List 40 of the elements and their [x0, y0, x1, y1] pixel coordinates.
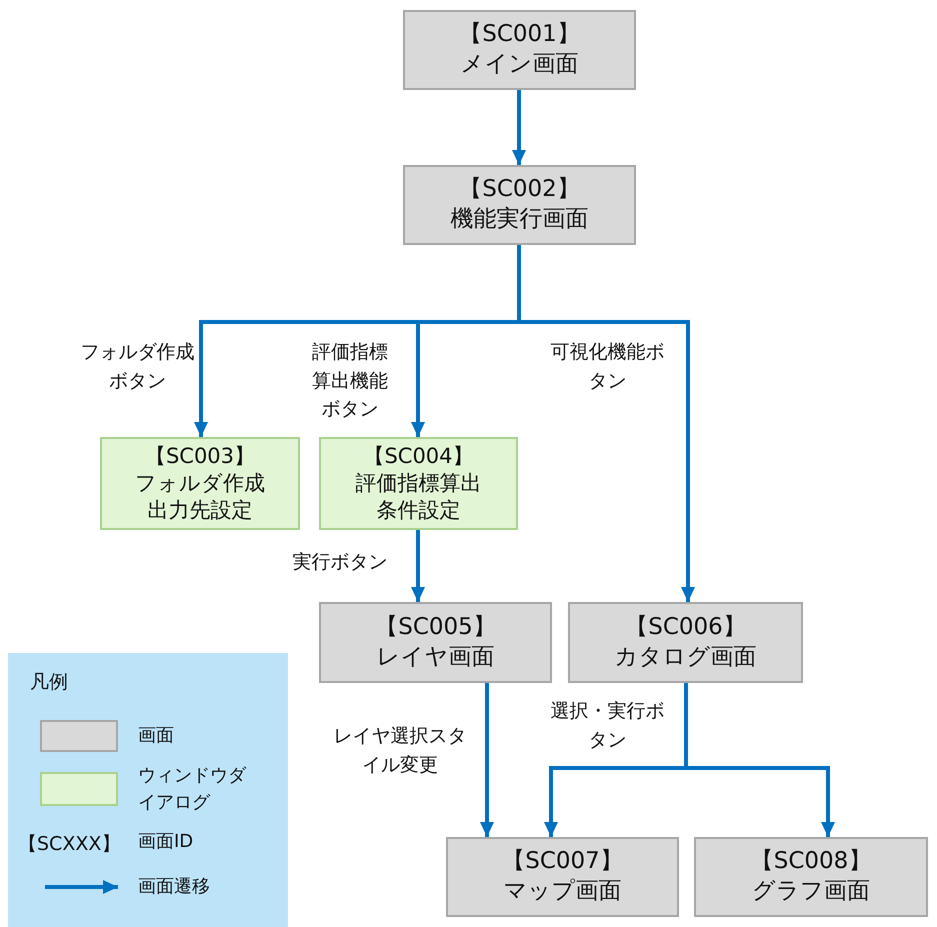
screen-id: 【SC003】 [144, 442, 256, 470]
screen-box [403, 10, 636, 90]
legend-title: 凡例 [30, 670, 68, 695]
arrow [512, 90, 526, 165]
edge-label: 実行ボタン [292, 550, 388, 575]
arrow [411, 530, 425, 602]
legend-text: 画面遷移 [138, 875, 211, 899]
screen-title: カタログ画面 [614, 642, 756, 672]
screen-id: 【SC007】 [502, 847, 623, 876]
screen-id: 【SC002】 [459, 175, 580, 204]
screen-box [446, 837, 679, 917]
legend-text: 画面 [138, 724, 175, 748]
screen-id: 【SC001】 [459, 20, 580, 50]
screen-title: メイン画面 [460, 50, 578, 79]
screen-title: レイヤ画面 [376, 642, 494, 672]
edge-label: 選択・実行ボタン [550, 699, 666, 752]
edge-label: フォルダ作成ボタン [80, 340, 195, 394]
screen-box [568, 602, 803, 683]
arrow [480, 683, 494, 837]
screen-title: グラフ画面 [752, 877, 870, 906]
screen-title: 評価指標算出条件設定 [354, 470, 482, 524]
screen-title: 機能実行画面 [450, 205, 588, 234]
legend-text: 画面ID [138, 830, 194, 854]
edge-label: 可視化機能ボタン [550, 340, 666, 394]
screen-title: フォルダ作成出力先設定 [134, 470, 266, 524]
edge-label: 評価指標算出機能ボタン [311, 340, 389, 422]
legend-text: ウィンドウダイアログ [138, 764, 248, 815]
id-sample: 【SCXXX】 [18, 832, 120, 857]
screen-box [694, 837, 928, 917]
screen-id: 【SC006】 [625, 612, 746, 642]
screen-box [319, 602, 552, 683]
screen-title: マップ画面 [504, 877, 622, 906]
arrow [684, 683, 835, 837]
screen-id: 【SC004】 [363, 442, 474, 470]
screen-box [403, 165, 636, 245]
dialog-box [319, 437, 518, 530]
screen-id: 【SC005】 [375, 612, 496, 642]
edge-label: レイヤ選択スタイル変更 [332, 724, 468, 778]
screen-id: 【SC008】 [750, 847, 872, 876]
dialog-box [100, 437, 300, 530]
